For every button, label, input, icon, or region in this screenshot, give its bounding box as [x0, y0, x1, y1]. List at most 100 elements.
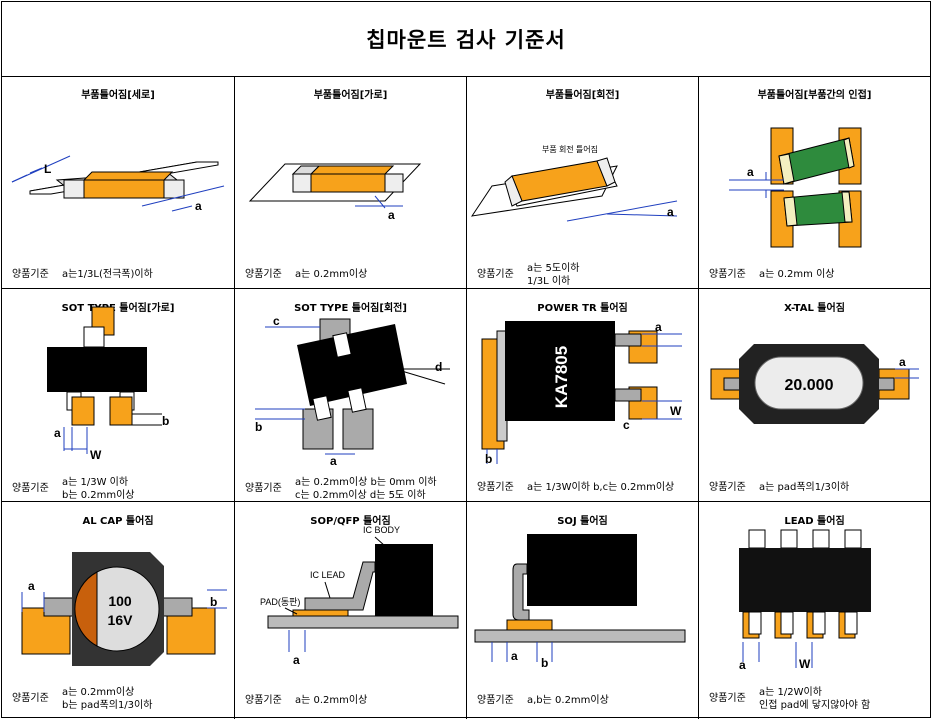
xtal-diagram: 20.000 a — [710, 344, 919, 424]
power-tr-diagram: KA7805 a W c b — [481, 320, 682, 466]
criteria-line: a는 0.2mm이상 — [295, 269, 368, 280]
label-ic-body: IC BODY — [363, 525, 400, 535]
criteria: 양품기준 a는 5도이하 1/3L 이하 — [477, 262, 579, 288]
crystal-marking: 20.000 — [785, 377, 834, 394]
label-W: W — [670, 404, 682, 418]
criteria-label: 양품기준 — [709, 693, 746, 704]
label-a: a — [739, 658, 746, 672]
label-b: b — [485, 452, 492, 466]
cap-voltage: 16V — [108, 612, 134, 628]
cell-title: 부품틀어짐[가로] — [313, 90, 388, 101]
criteria-line: a는 pad폭의1/3이하 — [759, 482, 850, 493]
al-cap-diagram: 100 16V a b — [21, 552, 227, 666]
label-a: a — [511, 649, 518, 663]
label-a: a — [293, 653, 300, 667]
criteria-label: 양품기준 — [709, 482, 746, 493]
criteria-line: a는 5도이하 — [527, 263, 580, 274]
cell-title: AL CAP 틀어짐 — [82, 516, 154, 527]
label-a: a — [28, 579, 35, 593]
criteria-line: a는 0.2mm이상 — [62, 687, 135, 698]
criteria-line: a는 0.2mm 이상 — [759, 269, 835, 280]
criteria: 양품기준 a는 pad폭의1/3이하 — [709, 481, 849, 494]
criteria-line: b는 pad폭의1/3이하 — [62, 700, 153, 711]
label-a: a — [330, 454, 337, 468]
label-W: W — [90, 448, 102, 462]
criteria-label: 양품기준 — [12, 269, 49, 280]
criteria-line: 1/3L 이하 — [527, 276, 571, 287]
cell-title: 부품틀어짐[세로] — [81, 90, 155, 101]
horizontal-shift-diagram: a — [248, 163, 422, 222]
cell-title: SOJ 틀어짐 — [557, 516, 608, 527]
label-a: a — [899, 355, 906, 369]
vertical-shift-diagram: L a — [11, 155, 225, 213]
cell-soj: SOJ 틀어짐 a b 양품기준 a,b는 0.2mm이상 — [467, 502, 699, 719]
cell-adjacent-shift: 부품틀어짐[부품간의 인접] a 양품기준 a는 0.2mm 이상 — [699, 76, 930, 289]
criteria-line: 인접 pad에 닿지않아야 함 — [759, 700, 871, 711]
criteria-label: 양품기준 — [245, 269, 282, 280]
label-W: W — [799, 657, 811, 671]
criteria-line: a,b는 0.2mm이상 — [527, 695, 609, 706]
criteria-label: 양품기준 — [477, 695, 514, 706]
label-a: a — [747, 165, 754, 179]
label-a: a — [655, 320, 662, 334]
rotation-shift-diagram: 부품 회전 틀어짐 a — [470, 144, 678, 222]
cell-lead: LEAD 틀어짐 a W — [699, 502, 930, 719]
sot-horizontal-diagram: a b W — [47, 306, 169, 462]
lead-diagram: a W — [739, 529, 871, 672]
criteria-label: 양품기준 — [12, 483, 49, 494]
page-title: 칩마운트 검사 기준서 — [2, 2, 930, 77]
label-c: c — [273, 314, 280, 328]
soj-diagram: a b — [474, 534, 686, 670]
label-b: b — [255, 420, 262, 434]
criteria-grid: 부품틀어짐[세로] L a 양품기준 a는1/3L(전극폭)이하 — [2, 76, 930, 719]
cell-power-tr: POWER TR 틀어짐 KA7805 a W c b — [467, 289, 699, 502]
cell-title: LEAD 틀어짐 — [784, 516, 845, 527]
criteria-line: a는 0.2mm이상 — [295, 695, 368, 706]
cap-value: 100 — [108, 593, 132, 609]
criteria-label: 양품기준 — [709, 269, 746, 280]
label-d: d — [435, 360, 442, 374]
criteria-label: 양품기준 — [477, 269, 514, 280]
label-c: c — [623, 418, 630, 432]
criteria-line: a는 1/3W 이하 — [62, 477, 129, 488]
cell-horizontal-shift: 부품틀어짐[가로] a 양품기준 a는 0.2mm이상 — [235, 76, 467, 289]
criteria-label: 양품기준 — [245, 695, 282, 706]
label-b: b — [210, 595, 217, 609]
label-b: b — [541, 656, 548, 670]
part-marking: KA7805 — [552, 346, 571, 408]
cell-vertical-shift: 부품틀어짐[세로] L a 양품기준 a는1/3L(전극폭)이하 — [2, 76, 235, 289]
label-L: L — [44, 162, 51, 176]
criteria-line: b는 0.2mm이상 — [62, 490, 135, 501]
cell-title: POWER TR 틀어짐 — [537, 303, 628, 314]
label-b: b — [162, 414, 169, 428]
criteria: 양품기준 a는 1/3W 이하 b는 0.2mm이상 — [12, 476, 135, 501]
criteria: 양품기준 a는 0.2mm이상 b는 pad폭의1/3이하 — [12, 686, 152, 712]
cell-xtal: X-TAL 틀어짐 20.000 a 양품기준 a는 pad폭의1/3이하 — [699, 289, 930, 502]
cell-sot-rotation: SOT TYPE 틀어짐[회전] c d b a — [235, 289, 467, 502]
adjacent-shift-diagram: a — [729, 127, 862, 248]
label-a: a — [388, 208, 395, 222]
label-ic-lead: IC LEAD — [310, 570, 346, 580]
label-a: a — [667, 205, 674, 219]
cell-rotation-shift: 부품틀어짐[회전] 부품 회전 틀어짐 a 양품기준 a는 5도이하 1/3L 이하 — [467, 76, 699, 289]
cell-sop-qfp: SOP/QFP 틀어짐 IC BODY IC LEAD PAD(동판) a 양품… — [235, 502, 467, 719]
cell-title: 부품틀어짐[부품간의 인접] — [757, 90, 872, 101]
criteria: 양품기준 a는 0.2mm이상 — [245, 268, 367, 281]
rotation-note: 부품 회전 틀어짐 — [542, 144, 598, 154]
criteria-label: 양품기준 — [12, 693, 49, 704]
cell-title: 부품틀어짐[회전] — [545, 90, 620, 101]
cell-sot-horizontal: SOT TYPE 틀어짐[가로] a b W 양품기준a는 — [2, 289, 235, 502]
criteria: 양품기준 a,b는 0.2mm이상 — [477, 694, 609, 707]
label-a: a — [195, 199, 202, 213]
criteria: 양품기준 a는 0.2mm이상 — [245, 694, 367, 707]
cell-title: X-TAL 틀어짐 — [784, 303, 845, 314]
criteria-line: c는 0.2mm이상 d는 5도 이하 — [295, 490, 426, 501]
sot-rotation-diagram: c d b a — [255, 314, 450, 468]
sop-qfp-diagram: IC BODY IC LEAD PAD(동판) a — [260, 525, 459, 667]
criteria-line: a는1/3L(전극폭)이하 — [62, 269, 153, 280]
